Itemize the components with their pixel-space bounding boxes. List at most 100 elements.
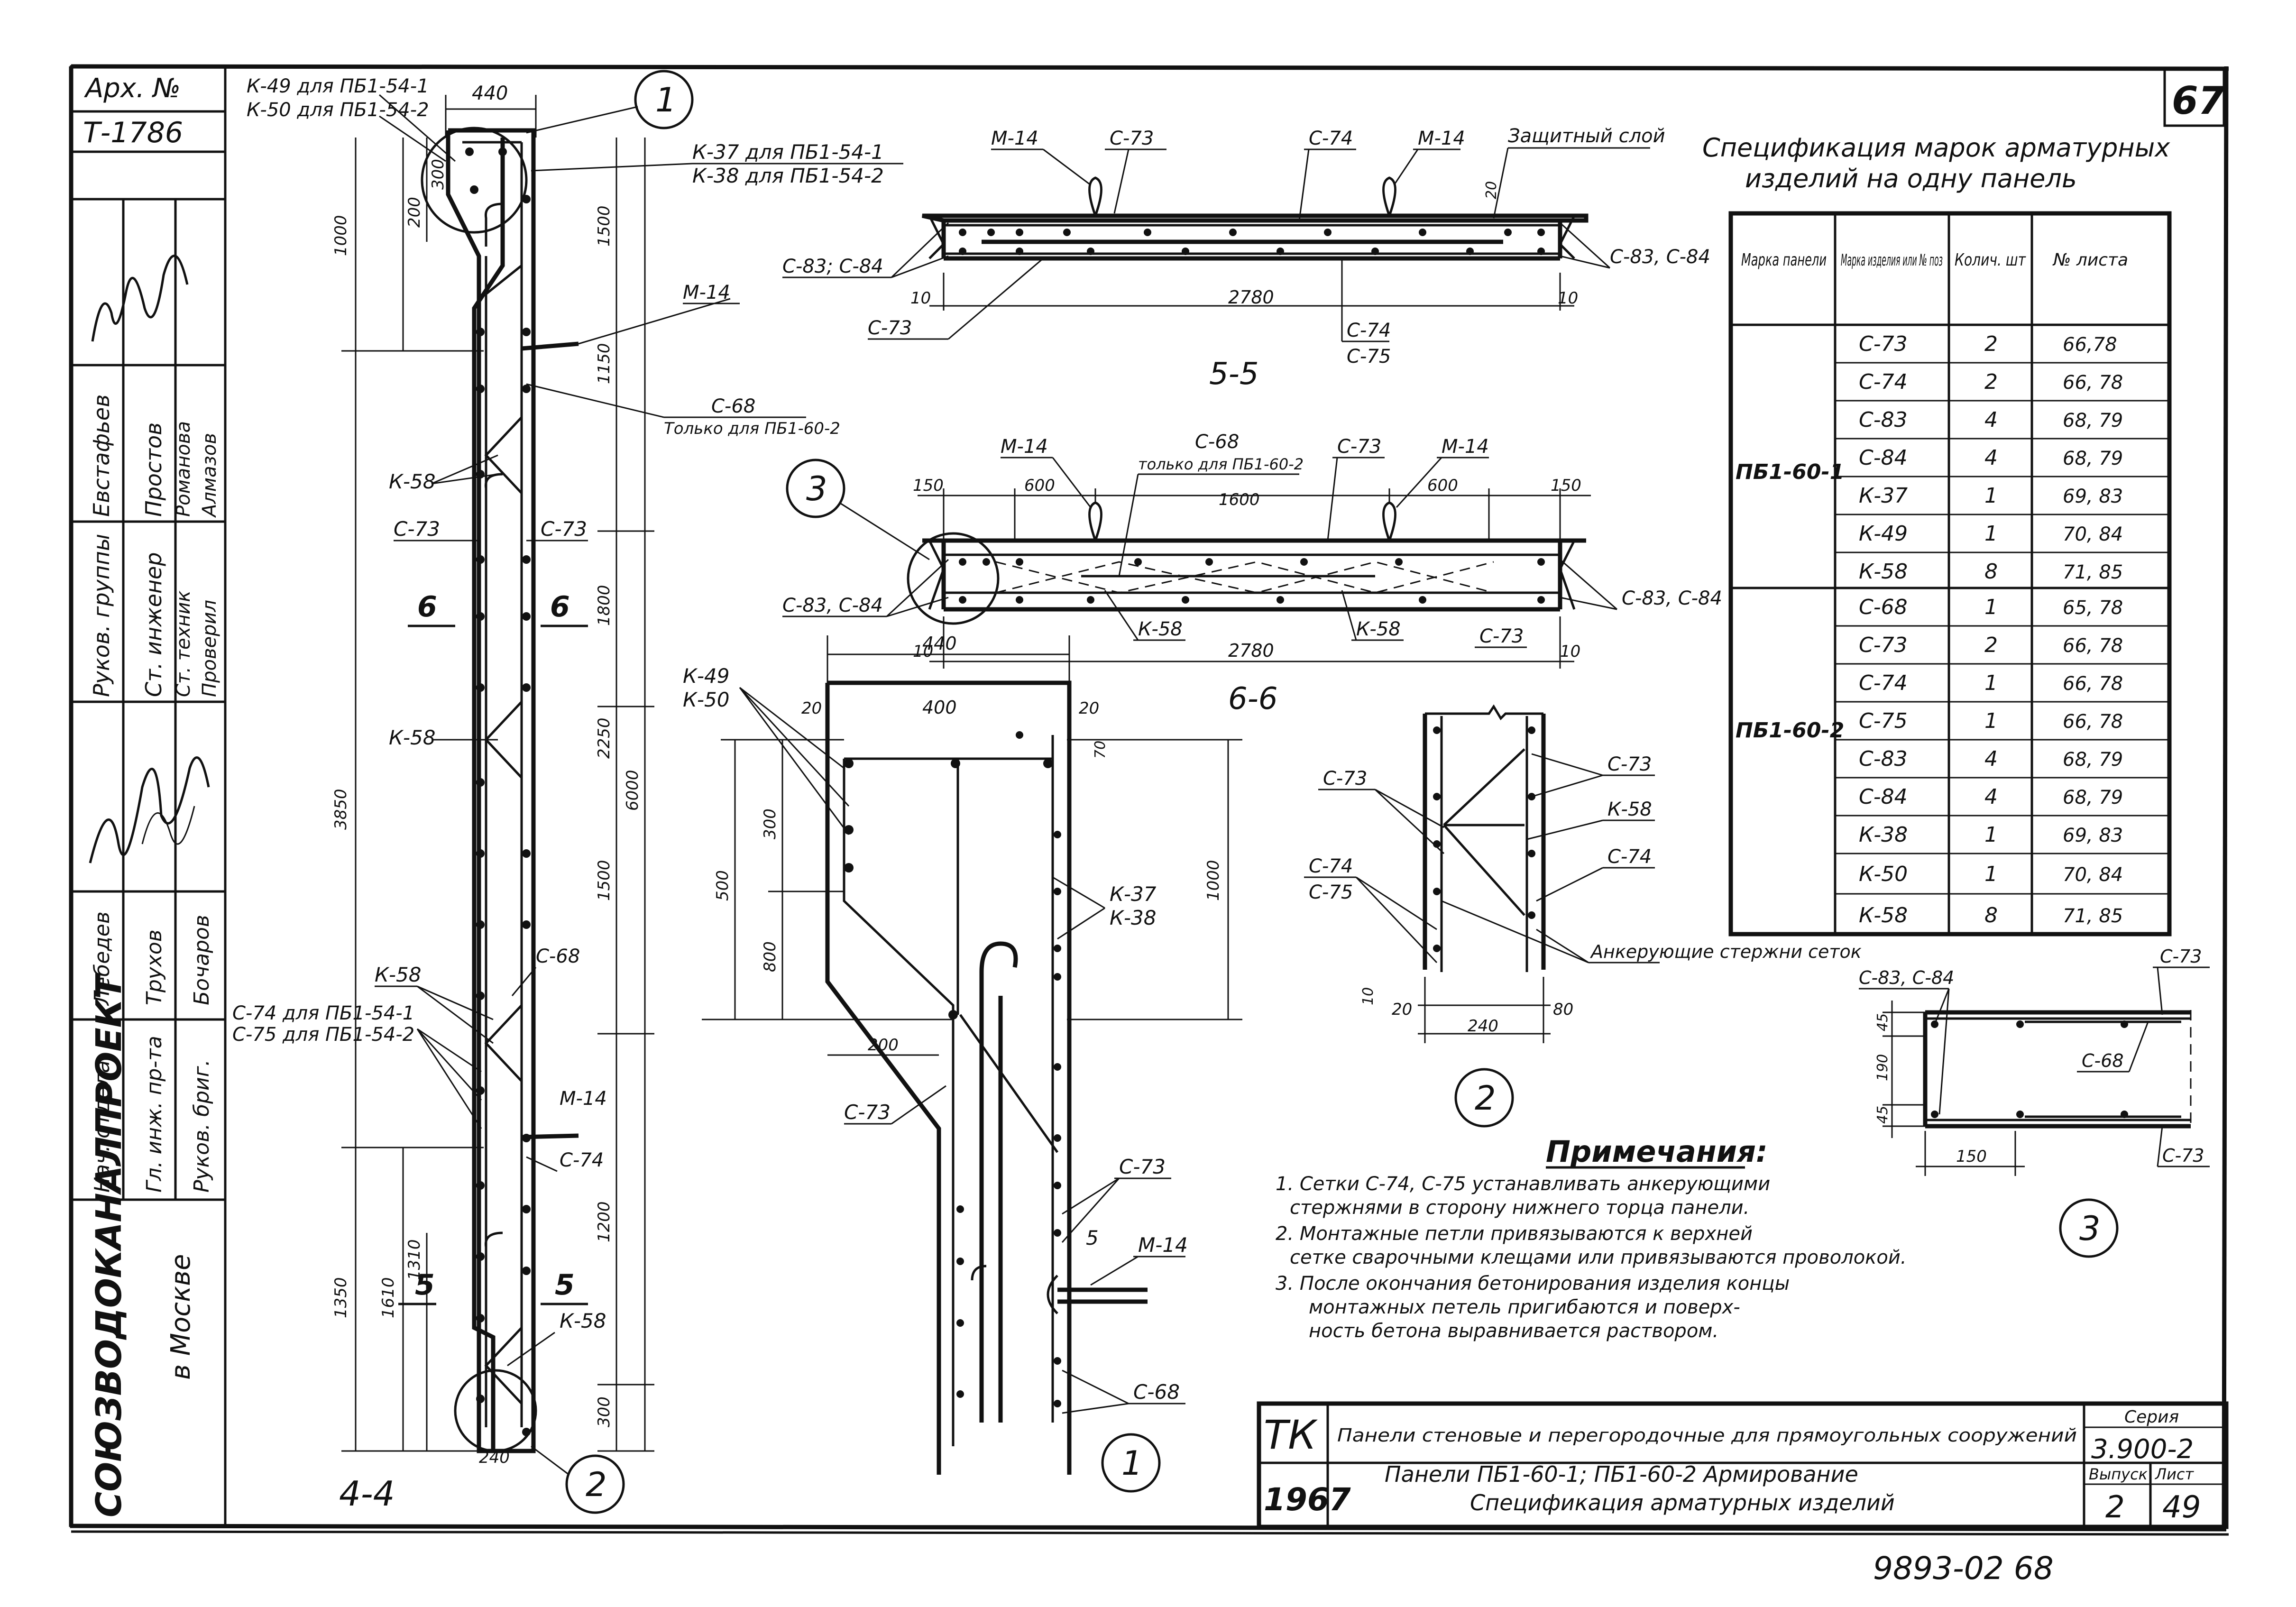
spec-qty: 2 <box>1984 370 1998 394</box>
label-c68-lower: С-68 <box>536 946 580 967</box>
dim-top-440: 440 <box>472 83 508 104</box>
spec-sheets: 70, 84 <box>2063 523 2123 545</box>
dim-left-1610: 1610 <box>379 1277 398 1318</box>
dim-left-3850: 3850 <box>331 789 350 830</box>
dim-190-detail3: 190 <box>1874 1054 1891 1081</box>
section-mark-5-right: 5 <box>555 1268 575 1302</box>
spec-mark: С-68 <box>1859 595 1908 619</box>
label-c73-bottom-detail3: С-73 <box>2162 1145 2204 1166</box>
dim-right-1800: 1800 <box>595 585 614 626</box>
stamp-role-row-6: Гл. инж. пр-та Трухов <box>142 929 166 1193</box>
spec-row: С-74 2 66, 78 <box>1859 370 2123 394</box>
note-k38: К-38 для ПБ1-54-2 <box>692 164 884 187</box>
label-c73-bottom: С-73 <box>868 317 912 339</box>
signature-mid <box>89 756 210 863</box>
dim-top-150-left: 150 <box>913 476 944 495</box>
spec-mark: С-84 <box>1859 446 1908 470</box>
callout-circle-3-label: 3 <box>806 469 827 508</box>
archive-label: Арх. № <box>84 73 181 104</box>
title-block: ТК 1967 Панели стеновые и перегородочные… <box>1257 1401 2229 1529</box>
spec-mark: К-37 <box>1859 484 1908 508</box>
spec-header-sheet: № листа <box>2052 250 2128 270</box>
dim-20-right-detail1: 20 <box>1079 699 1099 718</box>
note-line-4: сетке сварочными клещами или привязывают… <box>1290 1247 1907 1268</box>
name-text-6: Трухов <box>142 929 166 1005</box>
spec-qty: 1 <box>1984 522 1998 546</box>
notes: Примечания: 1. Сетки С-74, С-75 устанавл… <box>1276 1134 1907 1342</box>
label-k37-detail1: К-37 <box>1110 882 1157 906</box>
label-mark5-detail1: 5 <box>1086 1226 1099 1249</box>
role-text-7: Руков. бриг. <box>190 1059 214 1193</box>
dim-20-detail2: 20 <box>1392 1000 1412 1019</box>
spec-mark: С-84 <box>1859 785 1908 809</box>
dim-45-bottom-detail3: 45 <box>1874 1106 1891 1124</box>
label-c68-note: Только для ПБ1-60-2 <box>664 419 840 438</box>
section-6-6-caption: 6-6 <box>1228 681 1278 716</box>
role-text-3: Ст. техник <box>173 590 194 697</box>
dim-top-600-right: 600 <box>1427 476 1458 495</box>
title-line-1: Панели ПБ1-60-1; ПБ1-60-2 Армирование <box>1385 1461 1858 1487</box>
series-value: 3.900-2 <box>2091 1434 2194 1465</box>
section-mark-6-right: 6 <box>550 590 570 624</box>
label-k38-detail1: К-38 <box>1110 906 1156 929</box>
label-c75-left-detail2: С-75 <box>1309 882 1353 903</box>
spec-qty: 4 <box>1984 747 1998 771</box>
dim-70-detail1: 70 <box>1092 741 1109 759</box>
dim-bottom-240: 240 <box>479 1448 510 1467</box>
spec-sheets: 68, 79 <box>2063 448 2123 469</box>
spec-mark: К-58 <box>1859 903 1908 927</box>
role-text-2: Ст. инженер <box>141 552 166 697</box>
section-mark-6-left: 6 <box>417 590 437 624</box>
year: 1967 <box>1264 1481 1351 1518</box>
spec-qty: 8 <box>1984 560 1998 584</box>
label-c68-note-6-6: только для ПБ1-60-2 <box>1138 455 1304 473</box>
note-c74: С-74 для ПБ1-54-1 <box>232 1002 414 1024</box>
dim-top-150-right: 150 <box>1551 476 1581 495</box>
note-line-2: стержнями в сторону нижнего торца панели… <box>1290 1197 1749 1219</box>
spec-sheets: 66, 78 <box>2063 711 2123 733</box>
dim-left-200: 200 <box>405 197 424 228</box>
dim-200-detail1: 200 <box>868 1036 899 1055</box>
label-m14-lower: М-14 <box>560 1088 607 1110</box>
spec-mark: С-83 <box>1859 408 1908 432</box>
note-line-6: монтажных петель пригибаются и поверх- <box>1309 1296 1740 1318</box>
name-text-2: Простов <box>141 422 166 517</box>
spec-mark: С-73 <box>1859 332 1908 356</box>
spec-sheets: 70, 84 <box>2063 864 2123 886</box>
spec-qty: 4 <box>1984 785 1998 809</box>
dim-top-1600: 1600 <box>1219 490 1260 509</box>
label-c68: С-68 <box>711 395 755 417</box>
subject-line: Панели стеновые и перегородочные для пря… <box>1337 1425 2077 1446</box>
sheet-label: Лист <box>2155 1465 2194 1483</box>
spec-title-line2: изделий на одну панель <box>1745 164 2077 193</box>
detail-2-circle-label: 2 <box>1475 1079 1496 1118</box>
sheet-value: 49 <box>2162 1490 2201 1525</box>
dim-edge-right-6-6: 10 <box>1560 642 1580 661</box>
dim-left-1000: 1000 <box>331 215 350 256</box>
organization-city: в Москве <box>165 1254 196 1380</box>
dim-300-detail1: 300 <box>761 808 780 839</box>
dim-right-2250: 2250 <box>595 717 614 759</box>
name-text-5: Лебедев <box>90 911 114 1006</box>
dim-45-top-detail3: 45 <box>1874 1013 1891 1031</box>
dim-edge-right: 10 <box>1558 289 1578 308</box>
dim-edge-left: 10 <box>910 289 931 308</box>
detail-1-circle-label: 1 <box>1121 1444 1143 1483</box>
sheet-number-box: 67 <box>2163 67 2225 127</box>
spec-qty: 1 <box>1984 823 1998 847</box>
note-line-1: 1. Сетки С-74, С-75 устанавливать анкеру… <box>1276 1173 1770 1195</box>
label-c83-c84-right-6-6: С-83, С-84 <box>1622 588 1722 609</box>
name-text-4: Алмазов <box>199 433 220 518</box>
spec-qty: 1 <box>1984 862 1998 886</box>
spec-mark: С-74 <box>1859 370 1908 394</box>
spec-sheets: 66, 78 <box>2063 372 2123 394</box>
spec-mark: С-73 <box>1859 633 1908 657</box>
dim-width-2780: 2780 <box>1228 287 1274 308</box>
label-k50-detail1: К-50 <box>683 688 729 711</box>
spec-sheets: 66,78 <box>2063 334 2117 356</box>
